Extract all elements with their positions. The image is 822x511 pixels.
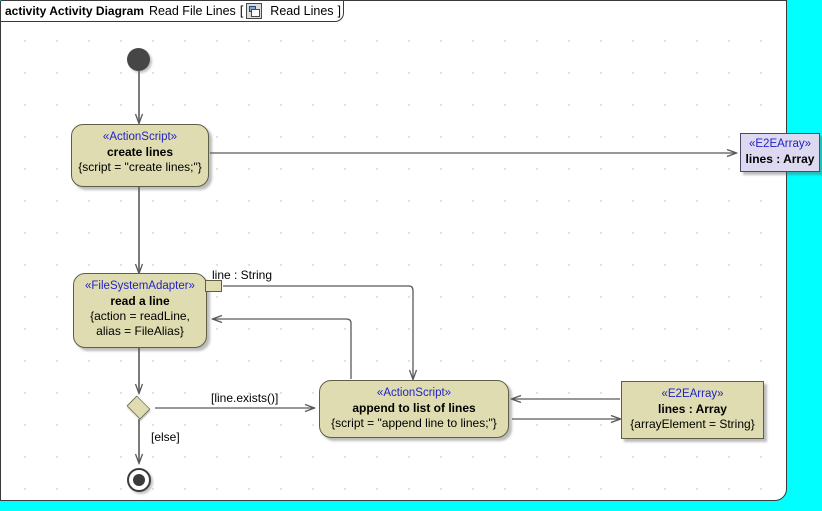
guard-label-else: [else] [151,430,180,444]
stereotype-label: «ActionScript» [376,387,452,399]
action-node-create-lines[interactable]: «ActionScript» create lines {script = "c… [71,124,209,187]
bracket-close: ] [337,4,342,18]
decision-diamond [126,395,151,420]
initial-node[interactable] [127,48,150,71]
decision-node[interactable] [124,395,154,420]
stereotype-label: «E2EArray» [661,388,724,400]
stereotype-label: «ActionScript» [102,131,178,143]
connector-layer [1,71,787,501]
edge-pin-to-append [223,285,413,379]
action-tag-line2: alias = FileAlias} [96,324,184,338]
diagram-header-tab: activity Activity Diagram Read File Line… [1,1,345,22]
action-tag-line1: {action = readLine, [90,309,190,323]
object-node-lines-array-bottom[interactable]: «E2EArray» lines : Array {arrayElement =… [621,381,764,439]
action-node-read-a-line[interactable]: «FileSystemAdapter» read a line {action … [73,273,207,348]
object-title: lines : Array [745,152,815,166]
diagram-name: Read File Lines [148,4,236,18]
guard-label-line-exists: [line.exists()] [211,391,279,405]
output-pin-line[interactable] [205,280,222,292]
object-node-lines-array-top[interactable]: «E2EArray» lines : Array [740,133,820,172]
action-title: create lines [106,145,174,159]
action-title: read a line [110,294,170,308]
action-title: append to list of lines [352,401,476,415]
bracket-open: [ [239,4,244,18]
stereotype-label: «FileSystemAdapter» [85,280,195,292]
action-node-append-to-list[interactable]: «ActionScript» append to list of lines {… [319,380,509,438]
action-tag: {script = "create lines;"} [78,160,202,174]
stereotype-label: «E2EArray» [748,138,811,150]
diagram-keyword: activity Activity Diagram [5,4,144,18]
diagram-owner-label: Read Lines [270,4,334,18]
object-title: lines : Array [658,402,727,416]
object-tag: {arrayElement = String} [630,417,755,431]
edge-append-to-read [213,319,352,379]
action-tag: {script = "append line to lines;"} [331,416,497,430]
activity-final-node[interactable] [127,468,151,492]
activity-diagram-frame: activity Activity Diagram Read File Line… [0,0,787,501]
diagram-icon [246,3,263,19]
pin-label-line-string: line : String [212,268,273,282]
